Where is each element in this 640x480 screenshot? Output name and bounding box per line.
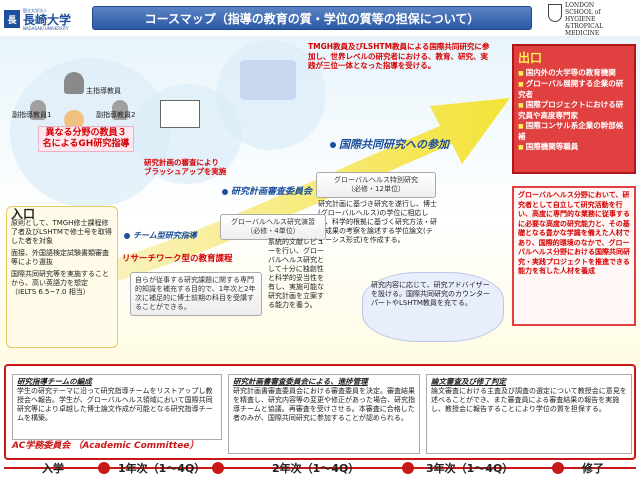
dot-icon: [124, 232, 130, 239]
exit-item: 国際機関等職員: [518, 142, 630, 153]
timeline: 入学 1年次（1～4Q） 2年次（1～4Q） 3年次（1～4Q） 修了: [4, 456, 636, 478]
research-practice-sub: （必修・4単位）: [246, 227, 300, 235]
research-practice-text: 系統的文献レビューを行い、グローバルヘルス研究として十分に独創性と科学的妥当性を…: [268, 238, 324, 309]
entry-p3: 国際共同研究等を実施することから、高い英語力を想定（IELTS 6.5~7.0 …: [11, 270, 109, 296]
exit-box: 出口 国内外の大学等の教育機関 グローバル展開する企業の研究者 国際プロジェクト…: [512, 44, 636, 174]
dot-icon: [330, 142, 336, 148]
thesis-review-text: 論文審査における主査及び調査の選定について教授会に意見を述べることができ、また審…: [431, 387, 627, 413]
team-formation-section: 研究指導チームの編成 学生の研究テーマに沿って研究指導チームをリストアップし教授…: [12, 374, 222, 440]
logo-name: 長崎大学: [23, 12, 72, 27]
timeline-dot: [402, 462, 414, 474]
exit-item: 国際コンサル系企業の幹部候補: [518, 121, 630, 142]
special-research-title: グローバルヘルス特別研究: [334, 176, 418, 184]
timeline-line: [4, 467, 636, 469]
progress-management-section: 研究計画書審査委員会による、進捗管理 研究計画書審査委員会における審査委員を決定…: [228, 374, 420, 454]
timeline-finish: 修了: [582, 462, 604, 475]
progress-management-text: 研究計画書審査委員会における審査委員を決定。審査結果を精査し、研究内容等の変更や…: [233, 387, 415, 422]
main-supervisor-label: 主指導教員: [86, 87, 121, 95]
joint-research-caption: TMGH教員及びLSHTM教員による国際共同研究に参加し、世界レベルの研究者にお…: [308, 42, 490, 70]
team-formation-text: 学生の研究テーマに沿って研究指導チームをリストアップし教授会へ報告。学生が、グロ…: [17, 387, 213, 422]
sub-supervisor-1-label: 副指導教員1: [12, 111, 52, 119]
timeline-dot: [552, 462, 564, 474]
research-work-text: 自らが従事する研究課題に関する専門的知識を補充する目的で、1年次と2年次に補足的…: [130, 272, 262, 316]
logo-small-text: 国立大学法人: [23, 7, 47, 13]
ascent-arrow: [90, 98, 510, 286]
crest-icon: [548, 4, 562, 22]
entry-p2: 面接、外国語検定試験書類審査等により選抜: [11, 249, 109, 266]
research-work-title: リサーチワーク型の教育課程: [122, 254, 233, 264]
lshtm-line-4: &TROPICAL: [565, 23, 604, 30]
lshtm-line-3: HYGIENE: [565, 16, 596, 23]
timeline-entry: 入学: [42, 462, 64, 475]
progress-management-title: 研究計画書審査委員会による、進捗管理: [233, 377, 368, 386]
academic-committee-panel: 研究指導チームの編成 学生の研究テーマに沿って研究指導チームをリストアップし教授…: [4, 364, 636, 460]
lab-icon: [240, 60, 296, 100]
exit-item: グローバル展開する企業の研究者: [518, 79, 630, 100]
dot-icon: [222, 188, 228, 195]
supervisors-caption: 異なる分野の教員３名によるGH研究指導: [38, 126, 134, 152]
exit-list: 国内外の大学等の教育機関 グローバル展開する企業の研究者 国際プロジェクトにおけ…: [518, 68, 630, 153]
exit-item: 国内外の大学等の教育機関: [518, 68, 630, 79]
timeline-year2: 2年次（1～4Q）: [272, 462, 360, 475]
joint-research-label: 国際共同研究への参加: [330, 136, 449, 152]
entry-title: 入口: [11, 207, 36, 221]
sub-supervisor-2-label: 副指導教員2: [96, 111, 136, 119]
main-supervisor-icon: [64, 72, 84, 94]
special-research-text: 研究計画に基づき研究を遂行し、博士(グローバルヘルス)の学位に相応しい、科学的根…: [318, 200, 437, 244]
student-icon: [64, 110, 84, 130]
joint-research-text: 国際共同研究への参加: [339, 138, 449, 151]
logo-en: NAGASAKI UNIVERSITY: [23, 25, 69, 31]
plan-committee-label: 研究計画審査委員会: [222, 184, 312, 197]
timeline-dot: [212, 462, 224, 474]
lshtm-line-1: LONDON: [565, 2, 595, 9]
plan-committee-text: 研究計画審査委員会: [231, 187, 313, 197]
sub-supervisor-1-icon: [30, 100, 46, 120]
graduate-profile-text: グローバルヘルス分野において、研究者として自立して研究活動を行い、高度に専門的な…: [512, 186, 636, 326]
page-title: コースマップ（指導の教育の質・学位の質等の担保について）: [92, 6, 532, 30]
team-guidance-text: チーム型研究指導: [133, 231, 197, 240]
university-mark-icon: 長: [4, 10, 20, 28]
thesis-review-section: 論文審査及び修了判定 論文審査における主査及び調査の選定について教授会に意見を述…: [426, 374, 632, 454]
research-practice-step: グローバルヘルス研究演習 （必修・4単位）: [220, 214, 326, 240]
lshtm-line-5: MEDICINE: [565, 30, 600, 37]
presentation-board-icon: [160, 100, 200, 128]
academic-committee-label: AC学務委員会 （Academic Committee）: [12, 441, 199, 451]
entry-box: 入口 原則として、TMGH修士課程修了者及びLSHTMで修士号を取得した者を対象…: [6, 206, 118, 348]
lshtm-line-2: SCHOOL of: [565, 9, 601, 16]
exit-title: 出口: [518, 51, 543, 65]
entry-p1: 原則として、TMGH修士課程修了者及びLSHTMで修士号を取得した者を対象: [11, 219, 112, 245]
research-practice-title: グローバルヘルス研究演習: [231, 218, 315, 226]
team-formation-title: 研究指導チームの編成: [17, 377, 92, 386]
timeline-year1: 1年次（1～4Q）: [118, 462, 206, 475]
plan-review-caption: 研究計画の審査により ブラッシュアップを実施: [144, 158, 227, 176]
exit-item: 国際プロジェクトにおける研究員や高度専門家: [518, 100, 630, 121]
research-advisor-cloud: 研究内容に応じて、研究アドバイザーを設ける。国際共同研究のカウンターパートやLS…: [362, 272, 504, 342]
thesis-review-title: 論文審査及び修了判定: [431, 377, 506, 386]
timeline-dot: [98, 462, 110, 474]
nagasaki-logo: 長 国立大学法人 長崎大学 NAGASAKI UNIVERSITY: [4, 4, 84, 34]
timeline-year3: 3年次（1～4Q）: [426, 462, 514, 475]
sub-supervisor-2-icon: [112, 100, 128, 120]
lshtm-logo: LONDON SCHOOL of HYGIENE &TROPICAL MEDIC…: [548, 2, 634, 37]
special-research-step: グローバルヘルス特別研究 （必修・12単位）: [316, 172, 436, 198]
team-guidance-label: チーム型研究指導: [124, 230, 197, 241]
special-research-sub: （必修・12単位）: [347, 185, 405, 193]
